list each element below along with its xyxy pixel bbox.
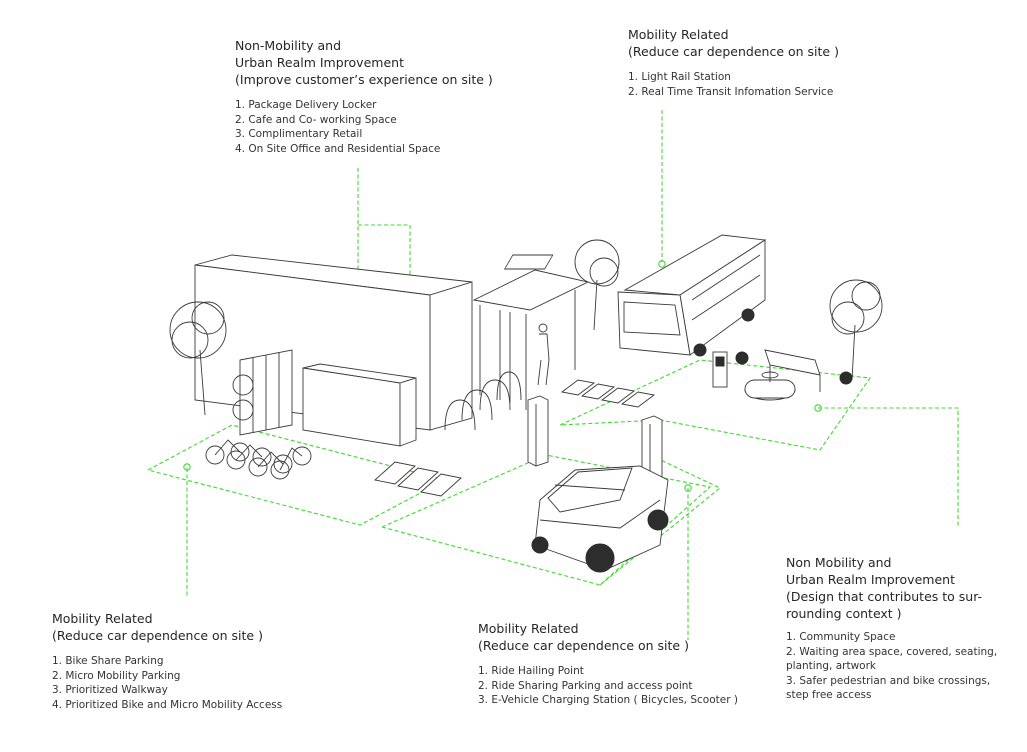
list-item: 4. Prioritized Bike and Micro Mobility A…: [52, 698, 282, 713]
vertical-bike-rack: [233, 350, 292, 435]
list-item: 3. E-Vehicle Charging Station ( Bicycles…: [478, 693, 738, 708]
suv-car: [532, 466, 668, 572]
callout-list: 1. Light Rail Station 2. Real Time Trans…: [628, 70, 839, 99]
list-item: 2. Waiting area space, covered, seating,…: [786, 645, 1021, 674]
callout-non-mobility-bottom-right: Non Mobility and Urban Realm Improvement…: [786, 554, 1021, 703]
callout-heading: Mobility Related (Reduce car dependence …: [478, 620, 738, 654]
callout-non-mobility-top: Non-Mobility and Urban Realm Improvement…: [235, 37, 493, 156]
list-item: 2. Ride Sharing Parking and access point: [478, 679, 738, 694]
list-item: 1. Ride Hailing Point: [478, 664, 738, 679]
list-item: 2. Micro Mobility Parking: [52, 669, 282, 684]
list-item: 1. Package Delivery Locker: [235, 98, 493, 113]
callout-heading: Mobility Related (Reduce car dependence …: [628, 26, 839, 60]
list-item: 3. Prioritized Walkway: [52, 683, 282, 698]
list-item: 4. On Site Office and Residential Space: [235, 142, 493, 157]
callout-list: 1. Community Space 2. Waiting area space…: [786, 630, 1021, 703]
callout-list: 1. Ride Hailing Point 2. Ride Sharing Pa…: [478, 664, 738, 708]
list-item: 1. Community Space: [786, 630, 1021, 645]
list-item: 3. Complimentary Retail: [235, 127, 493, 142]
callout-list: 1. Package Delivery Locker 2. Cafe and C…: [235, 98, 493, 156]
callout-mobility-top-right: Mobility Related (Reduce car dependence …: [628, 26, 839, 99]
callout-mobility-bottom-left: Mobility Related (Reduce car dependence …: [52, 610, 282, 712]
list-item: 2. Real Time Transit Infomation Service: [628, 85, 839, 100]
callout-mobility-bottom-center: Mobility Related (Reduce car dependence …: [478, 620, 738, 708]
list-item: 1. Bike Share Parking: [52, 654, 282, 669]
callout-list: 1. Bike Share Parking 2. Micro Mobility …: [52, 654, 282, 712]
list-item: 1. Light Rail Station: [628, 70, 839, 85]
callout-heading: Non Mobility and Urban Realm Improvement…: [786, 554, 1021, 622]
list-item: 3. Safer pedestrian and bike crossings, …: [786, 674, 1021, 703]
plaza-furniture: [713, 350, 852, 400]
list-item: 2. Cafe and Co- working Space: [235, 113, 493, 128]
callout-heading: Mobility Related (Reduce car dependence …: [52, 610, 282, 644]
callout-heading: Non-Mobility and Urban Realm Improvement…: [235, 37, 493, 88]
share-bikes: [206, 440, 311, 479]
